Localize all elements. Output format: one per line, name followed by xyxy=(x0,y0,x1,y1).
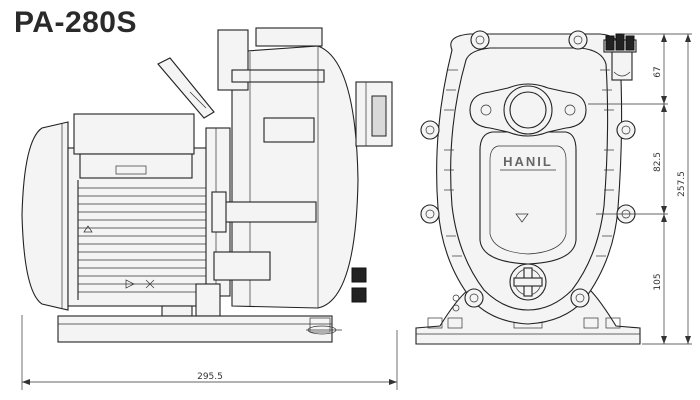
side-view xyxy=(21,27,393,343)
base-plate-side xyxy=(57,315,333,343)
drain-plug-lower xyxy=(351,287,367,303)
drain-plug-upper xyxy=(351,267,367,283)
side-ribs xyxy=(444,69,614,257)
dim-overall-length: 295.5 xyxy=(197,372,223,382)
front-view: HANIL xyxy=(415,30,641,345)
model-title: PA-280S xyxy=(14,6,138,39)
outlet-port xyxy=(503,85,553,135)
brand-logo: HANIL xyxy=(503,154,553,169)
terminal-box xyxy=(73,113,195,155)
dim-overall-height: 257.5 xyxy=(677,171,687,197)
dim-top-segment: 67 xyxy=(653,66,663,77)
priming-lever xyxy=(157,57,215,119)
dim-bottom-segment: 105 xyxy=(653,273,663,290)
pump-casing-side xyxy=(231,45,359,309)
dim-middle-segment: 82.5 xyxy=(653,152,663,172)
dimension-lines: 295.5 67 82.5 105 257.5 xyxy=(21,33,692,390)
motor-fins xyxy=(78,187,208,293)
motor-end-cap xyxy=(21,121,69,311)
